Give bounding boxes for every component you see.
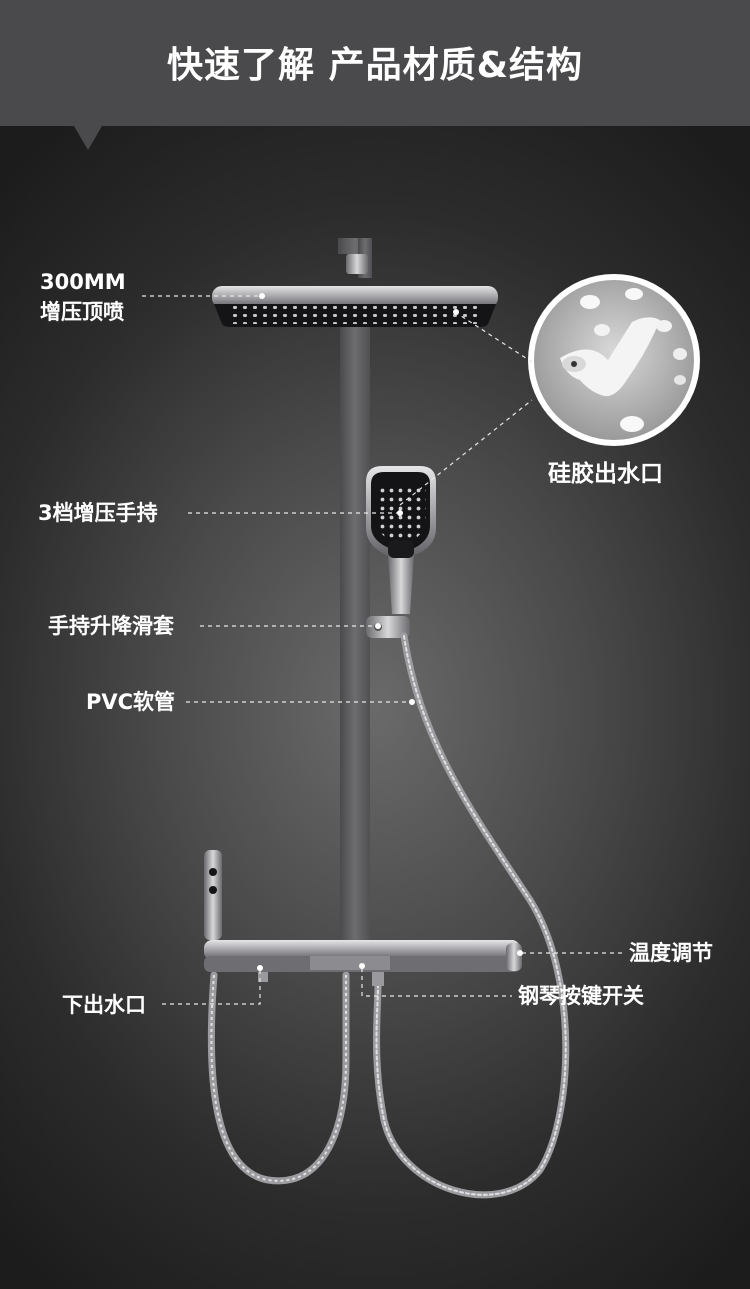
label-silicone-outlet: 硅胶出水口 <box>548 461 663 487</box>
control-panel <box>204 940 522 986</box>
main-riser-pipe <box>340 300 370 960</box>
top-arm <box>338 238 372 278</box>
top-shower-head <box>212 286 498 327</box>
side-spout <box>204 850 222 940</box>
header-banner: 快速了解 产品材质&结构 <box>0 0 750 126</box>
label-hose: PVC软管 <box>86 690 176 714</box>
label-slider: 手持升降滑套 <box>48 614 174 638</box>
label-top-shower-name: 增压顶喷 <box>40 300 124 324</box>
hand-shower <box>366 466 436 614</box>
leader-dots <box>257 293 523 971</box>
label-bottom-outlet: 下出水口 <box>62 993 146 1017</box>
hand-shower-hose <box>373 632 570 1199</box>
label-top-shower-size: 300MM <box>40 270 126 294</box>
silicone-nozzle-closeup <box>528 274 700 446</box>
label-temperature: 温度调节 <box>629 941 713 965</box>
leader-lines <box>142 295 624 1005</box>
page-title: 快速了解 产品材质&结构 <box>167 45 583 86</box>
label-handheld: 3档增压手持 <box>38 501 158 525</box>
bottom-outlet-hose <box>207 971 350 1185</box>
label-piano-keys: 钢琴按键开关 <box>518 984 644 1008</box>
header-pointer-notch <box>74 126 102 150</box>
